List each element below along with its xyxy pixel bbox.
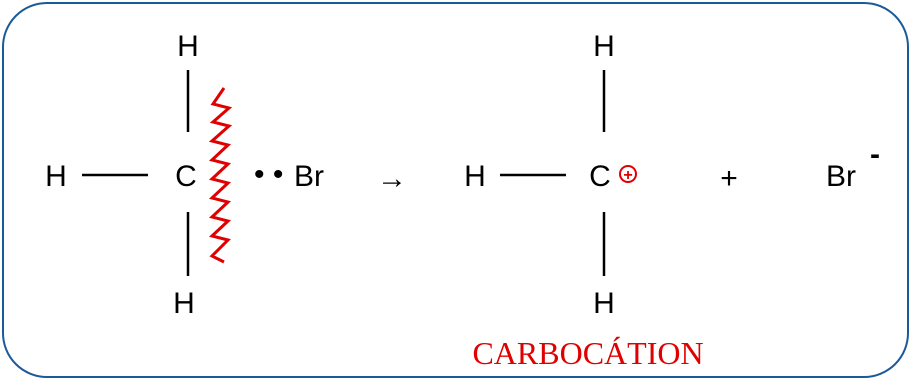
product-bottom-hydrogen: H xyxy=(593,287,615,320)
product-carbon: C xyxy=(589,160,611,193)
bromide-symbol: Br xyxy=(826,160,856,193)
reactant-molecule: H H C H • • Br xyxy=(45,30,324,320)
carbocation-caption: CARBOCÁTION xyxy=(472,335,703,371)
electron-pair: • • xyxy=(254,158,283,191)
zigzag-bond-break-icon xyxy=(208,87,233,264)
bromide-anion: Br - xyxy=(826,138,880,193)
diagram-frame xyxy=(2,2,909,378)
bromide-charge: - xyxy=(870,138,880,171)
positive-charge: + xyxy=(623,167,632,184)
reaction-arrow: → xyxy=(377,162,407,195)
plus-sign: + xyxy=(720,162,738,195)
reactant-left-hydrogen: H xyxy=(45,160,67,193)
product-carbocation: H H C + H xyxy=(464,30,637,320)
reactant-bottom-hydrogen: H xyxy=(173,287,195,320)
circled-plus-icon: + xyxy=(619,165,637,184)
reactant-bromine: Br xyxy=(294,160,324,193)
product-left-hydrogen: H xyxy=(464,160,486,193)
product-top-hydrogen: H xyxy=(593,30,615,63)
reactant-carbon: C xyxy=(175,160,197,193)
reactant-top-hydrogen: H xyxy=(177,30,199,63)
